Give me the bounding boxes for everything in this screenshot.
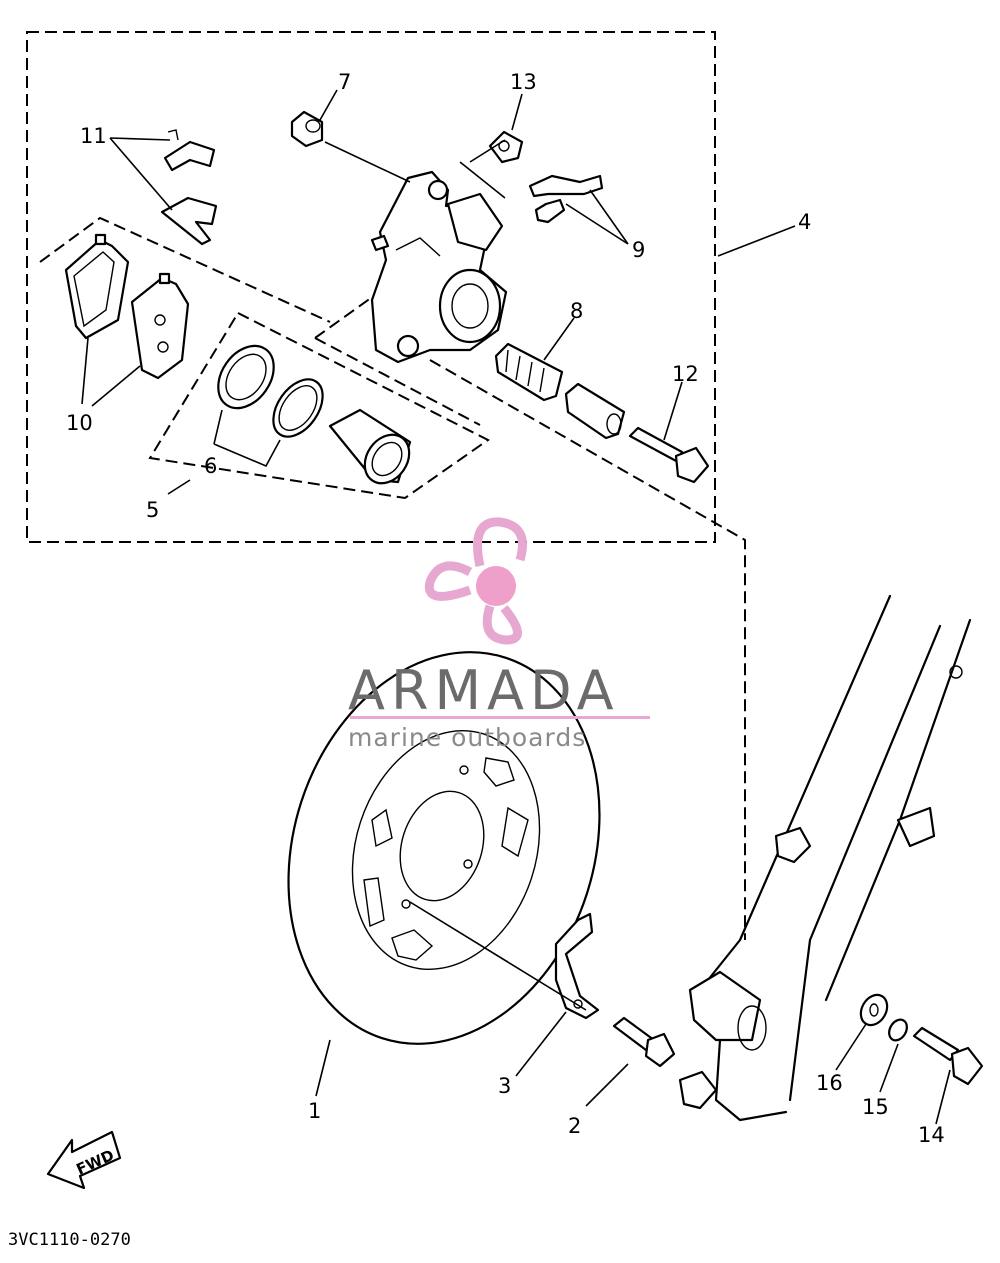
watermark-subtitle: marine outboards xyxy=(348,723,586,752)
fork-bolt-14 xyxy=(912,1026,984,1086)
callout-1: 1 xyxy=(308,1099,321,1123)
callout-4: 4 xyxy=(798,210,811,234)
bleed-screw-set xyxy=(528,174,604,224)
piston-seal-outer xyxy=(217,344,275,410)
callout-10: 10 xyxy=(66,411,93,435)
caliper-body xyxy=(370,170,508,364)
callout-13: 13 xyxy=(510,70,537,94)
piston-seal-inner xyxy=(272,378,324,438)
support-pin xyxy=(564,382,626,440)
bleed-cap xyxy=(290,110,324,148)
callout-9: 9 xyxy=(632,238,645,262)
washer-15 xyxy=(888,1018,908,1042)
pad-spring-lower xyxy=(160,196,218,246)
callout-2: 2 xyxy=(568,1114,581,1138)
caliper-assembly-boundary xyxy=(26,31,716,543)
pad-group-dashed-bracket xyxy=(39,216,331,323)
watermark: ARMADA marine outboards xyxy=(348,517,650,752)
watermark-rule xyxy=(350,716,650,719)
disc-bolt xyxy=(612,1016,676,1068)
caliper-piston xyxy=(328,408,412,485)
callout-5: 5 xyxy=(146,498,159,522)
callout-16: 16 xyxy=(816,1071,843,1095)
brake-pad-right xyxy=(130,272,190,380)
callout-3: 3 xyxy=(498,1074,511,1098)
pad-spring-upper xyxy=(163,129,216,172)
drawing-code: 3VC1110-0270 xyxy=(8,1230,131,1250)
callout-12: 12 xyxy=(672,362,699,386)
support-pin-boot xyxy=(494,342,564,402)
washer-16 xyxy=(859,993,889,1027)
caliper-bolt xyxy=(628,426,710,484)
fwd-arrow-icon: FWD xyxy=(46,1130,122,1190)
disc-bracket xyxy=(554,912,600,1020)
fork-mount-dashed-leader xyxy=(429,359,746,940)
piston-group-dashed-bracket xyxy=(148,311,490,500)
leader-lines xyxy=(81,89,951,1125)
callout-6: 6 xyxy=(204,454,217,478)
brake-disc xyxy=(287,651,601,1045)
callout-14: 14 xyxy=(918,1123,945,1147)
propeller-icon xyxy=(424,517,527,645)
watermark-title: ARMADA xyxy=(348,659,620,722)
callout-8: 8 xyxy=(570,299,583,323)
brake-pad-left xyxy=(64,233,130,340)
front-fork xyxy=(678,594,972,1122)
caliper-body-dashed-bracket xyxy=(314,294,481,426)
callout-7: 7 xyxy=(338,70,351,94)
callout-15: 15 xyxy=(862,1095,889,1119)
callout-11: 11 xyxy=(80,124,107,148)
